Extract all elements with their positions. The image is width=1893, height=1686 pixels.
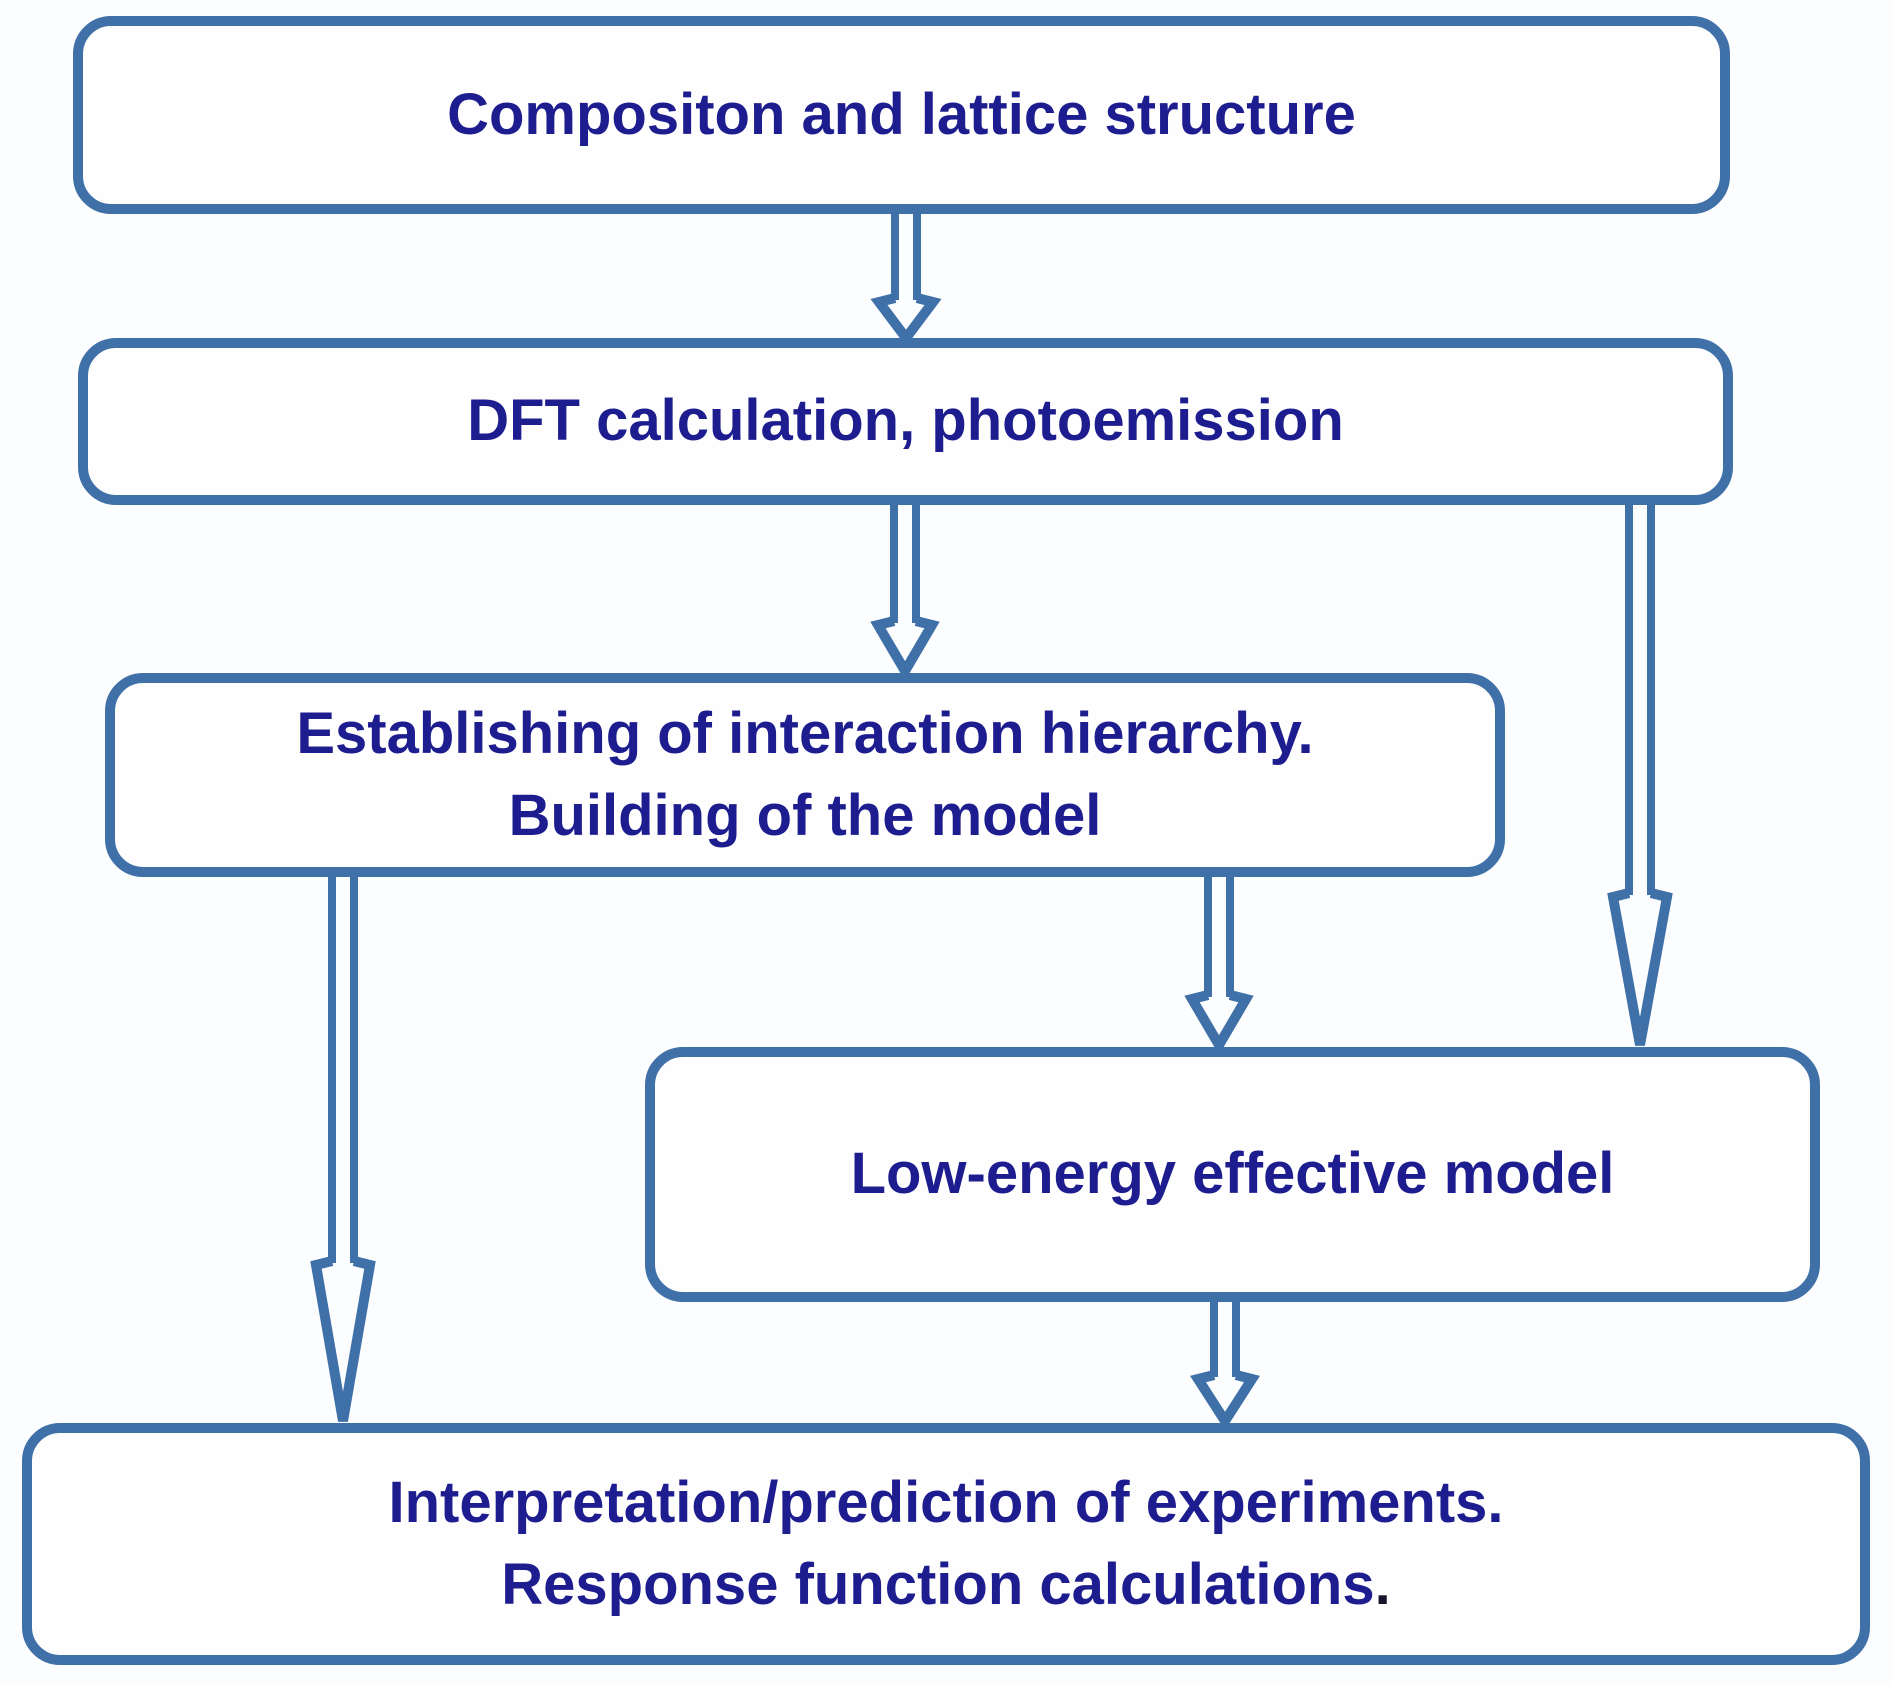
node-low-energy-model-label: Low-energy effective model <box>850 1141 1615 1207</box>
node-composition-label: Compositon and lattice structure <box>447 81 1356 147</box>
arrow-head-icon <box>1607 888 1673 1046</box>
arrow-hierarchy-to-low-energy-model <box>1184 875 1254 1055</box>
arrow-hierarchy-to-interpretation <box>310 875 376 1422</box>
node-interpretation-box: Interpretation/prediction of experiments… <box>22 1423 1870 1665</box>
arrow-shaft <box>1625 505 1655 895</box>
arrow-head-icon <box>1190 1370 1260 1431</box>
node-composition-box: Compositon and lattice structure <box>73 16 1730 214</box>
node-interpretation-label-line-2-text: Response function calculations <box>501 1552 1375 1617</box>
arrow-shaft <box>1210 1300 1240 1377</box>
node-interpretation-label-line-1: Interpretation/prediction of experiments… <box>388 1469 1504 1535</box>
arrow-shaft <box>891 212 921 300</box>
arrow-head-icon <box>310 1256 376 1422</box>
arrow-shaft <box>890 505 920 623</box>
arrow-head-icon <box>1184 990 1254 1055</box>
arrow-head-icon <box>870 293 942 347</box>
arrow-shaft <box>328 875 358 1263</box>
arrow-low-energy-model-to-interpretation <box>1190 1300 1260 1431</box>
arrow-dft-to-hierarchy <box>870 505 940 681</box>
arrow-head-icon <box>870 616 940 681</box>
node-low-energy-model-box: Low-energy effective model <box>645 1047 1820 1302</box>
node-dft-box: DFT calculation, photoemission <box>78 338 1733 505</box>
arrow-dft-to-low-energy-model <box>1607 505 1673 1046</box>
node-dft-label: DFT calculation, photoemission <box>467 388 1344 454</box>
node-hierarchy-box: Establishing of interaction hierarchy. B… <box>105 673 1505 877</box>
node-interpretation-label-line-2: Response function calculations. <box>501 1544 1391 1626</box>
node-interpretation-trailing-period: . <box>1374 1552 1391 1617</box>
node-hierarchy-label-line-1: Establishing of interaction hierarchy. <box>296 700 1314 766</box>
arrow-shaft <box>1204 875 1234 997</box>
arrow-composition-to-dft <box>870 212 942 347</box>
node-hierarchy-label-line-2: Building of the model <box>508 783 1102 848</box>
